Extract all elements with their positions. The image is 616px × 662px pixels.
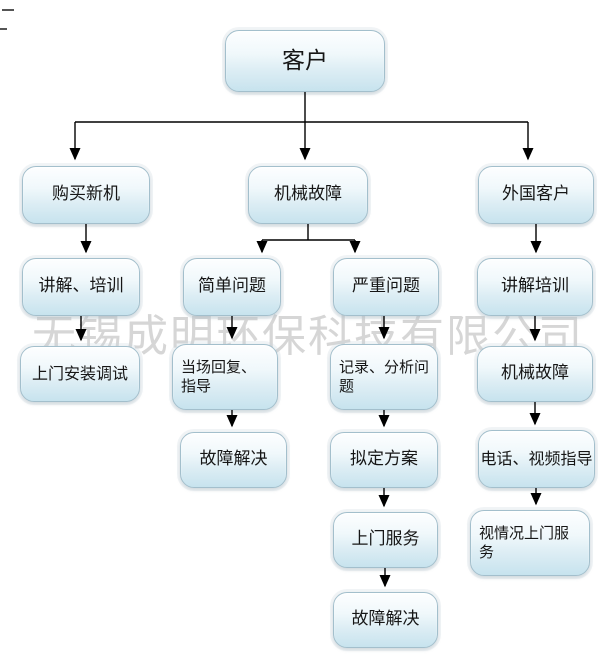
node-record-analyze-problem: 记录、分析问题 <box>330 344 438 410</box>
node-phone-video-guidance: 电话、视频指导 <box>478 430 595 488</box>
node-foreign-customer: 外国客户 <box>478 166 594 224</box>
node-simple-problem-label: 简单问题 <box>198 276 266 297</box>
node-mechanical-fault: 机械故障 <box>248 166 368 224</box>
node-onsite-service-as-needed-label: 视情况上门服务 <box>479 524 570 561</box>
node-onsite-service-label: 上门服务 <box>351 529 420 550</box>
node-onsite-install-debug-label: 上门安装调试 <box>31 364 128 383</box>
node-simple-problem: 简单问题 <box>183 258 281 316</box>
node-customer-label: 客户 <box>282 47 328 74</box>
node-mechanical-fault-label: 机械故障 <box>274 184 342 205</box>
node-draft-plan: 拟定方案 <box>330 432 438 488</box>
node-onsite-install-debug: 上门安装调试 <box>20 346 140 402</box>
node-fault-solved-simple-label: 故障解决 <box>199 449 268 470</box>
crop-mark-icon <box>0 28 7 30</box>
node-buy-new-machine-label: 购买新机 <box>52 184 120 205</box>
node-draft-plan-label: 拟定方案 <box>350 449 418 470</box>
node-fault-solved-serious: 故障解决 <box>333 592 438 648</box>
crop-mark-icon <box>2 9 14 11</box>
node-explain-training-label: 讲解、培训 <box>38 276 124 297</box>
node-phone-video-guidance-label: 电话、视频指导 <box>480 449 593 468</box>
node-buy-new-machine: 购买新机 <box>22 166 150 224</box>
node-onspot-reply-guidance: 当场回复、指导 <box>172 344 278 410</box>
node-serious-problem: 严重问题 <box>333 258 439 316</box>
node-fault-solved-serious-label: 故障解决 <box>351 609 420 630</box>
node-onsite-service: 上门服务 <box>333 512 438 568</box>
node-fault-solved-simple: 故障解决 <box>180 432 287 488</box>
node-serious-problem-label: 严重问题 <box>352 276 420 297</box>
node-explain-training-2: 讲解培训 <box>477 258 593 316</box>
node-explain-training: 讲解、培训 <box>22 258 140 316</box>
node-mechanical-fault-2: 机械故障 <box>477 346 593 402</box>
node-onsite-service-as-needed: 视情况上门服务 <box>470 510 590 576</box>
node-mechanical-fault-2-label: 机械故障 <box>501 363 569 384</box>
node-explain-training-2-label: 讲解培训 <box>501 276 569 297</box>
node-customer: 客户 <box>225 30 385 92</box>
node-onspot-reply-guidance-label: 当场回复、指导 <box>181 358 257 395</box>
node-foreign-customer-label: 外国客户 <box>502 184 570 205</box>
node-record-analyze-problem-label: 记录、分析问题 <box>339 358 430 395</box>
